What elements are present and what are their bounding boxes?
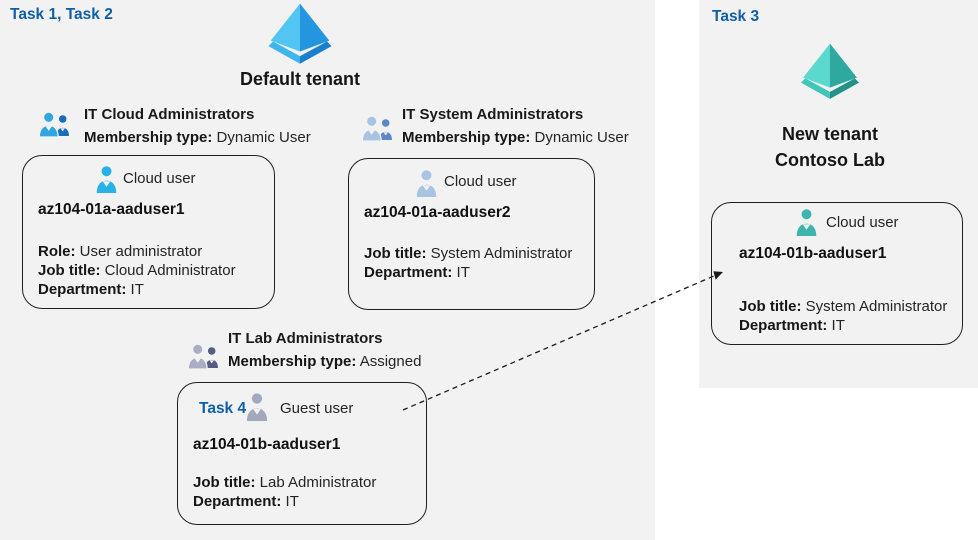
new-tenant-line1: New tenant <box>781 124 878 144</box>
group-title-it-lab-administrators: IT Lab Administrators <box>228 330 383 347</box>
default-tenant-title: Default tenant <box>239 69 360 89</box>
user-name: az104-01a-aaduser1 <box>38 201 185 218</box>
default-tenant-panel: Task 1, Task 2 Default tenant IT Cloud A… <box>0 0 655 540</box>
task-4-label: Task 4 <box>199 400 247 417</box>
field-role: Role: User administrator <box>38 243 203 260</box>
user-fields: Role: User administrator Job title: Clou… <box>38 242 236 299</box>
group-users-icon-gray <box>187 342 220 369</box>
group-users-icon-blue <box>38 110 71 137</box>
cloud-user-card-aaduser2: Cloud user az104-01a-aaduser2 Job title:… <box>348 158 595 310</box>
guest-user-icon-gray <box>244 391 270 421</box>
new-tenant-panel: Task 3 New tenant Contoso Lab Cloud user… <box>699 0 978 388</box>
cloud-user-card-aaduser1: Cloud user az104-01a-aaduser1 Role: User… <box>22 155 275 309</box>
group-title-it-system-administrators: IT System Administrators <box>402 106 584 123</box>
new-tenant-cloud-user-card: Cloud user az104-01b-aaduser1 Job title:… <box>711 202 963 345</box>
user-type-label: Guest user <box>280 400 354 417</box>
field-department: Department: IT <box>193 493 299 510</box>
task-3-label: Task 3 <box>712 8 760 25</box>
group-membership-type: Membership type: Dynamic User <box>84 129 311 146</box>
field-job-title: Job title: Lab Administrator <box>193 474 377 491</box>
guest-user-card: Task 4 Guest user az104-01b-aaduser1 Job… <box>177 382 427 525</box>
user-fields: Job title: System Administrator Departme… <box>364 244 572 282</box>
membership-value: Assigned <box>359 353 422 370</box>
field-department: Department: IT <box>739 317 845 334</box>
cloud-user-icon-teal <box>794 207 819 236</box>
azure-ad-tenant-icon-teal <box>796 42 864 102</box>
user-type-label: Cloud user <box>826 214 899 231</box>
user-name: az104-01a-aaduser2 <box>364 204 511 221</box>
user-name: az104-01b-aaduser1 <box>739 245 887 262</box>
task-1-2-label: Task 1, Task 2 <box>10 6 113 23</box>
membership-label: Membership type: <box>84 129 213 146</box>
azure-ad-tenant-icon-blue <box>263 2 337 67</box>
field-job-title: Job title: System Administrator <box>364 245 573 262</box>
field-department: Department: IT <box>38 281 144 298</box>
group-membership-type: Membership type: Assigned <box>228 353 421 370</box>
user-name: az104-01b-aaduser1 <box>193 436 341 453</box>
membership-label: Membership type: <box>228 353 357 370</box>
user-fields: Job title: System Administrator Departme… <box>739 297 947 335</box>
new-tenant-title: New tenant Contoso Lab <box>699 121 961 173</box>
group-title-it-cloud-administrators: IT Cloud Administrators <box>84 106 255 123</box>
membership-label: Membership type: <box>402 129 531 146</box>
user-type-label: Cloud user <box>123 170 196 187</box>
field-job-title: Job title: System Administrator <box>739 298 948 315</box>
group-users-icon-lightblue <box>361 114 394 141</box>
membership-value: Dynamic User <box>534 129 629 146</box>
new-tenant-line2: Contoso Lab <box>775 150 885 170</box>
membership-value: Dynamic User <box>216 129 311 146</box>
field-job-title: Job title: Cloud Administrator <box>38 262 236 279</box>
cloud-user-icon-lightblue <box>414 168 439 197</box>
field-department: Department: IT <box>364 264 470 281</box>
user-fields: Job title: Lab Administrator Department:… <box>193 473 376 511</box>
user-type-label: Cloud user <box>444 173 517 190</box>
cloud-user-icon-cyan <box>94 164 119 193</box>
group-membership-type: Membership type: Dynamic User <box>402 129 629 146</box>
